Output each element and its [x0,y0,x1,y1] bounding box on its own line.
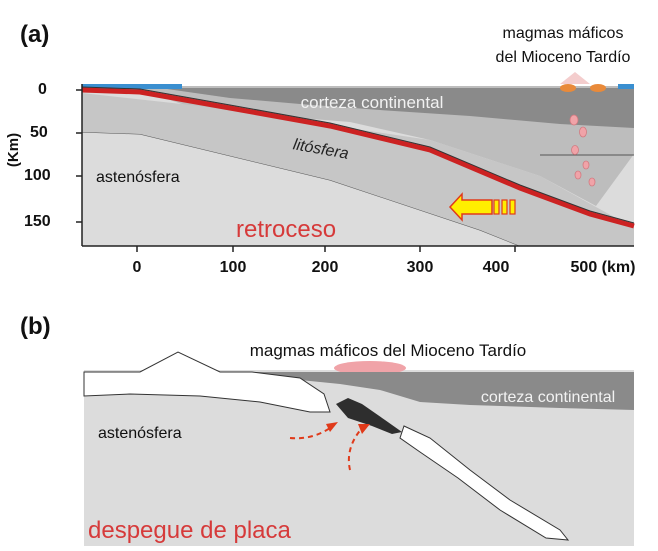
rollback-arrow-icon [448,192,516,222]
panel-b-label: (b) [20,313,51,340]
y-axis-label: (Km) [5,133,22,167]
x-tick-200: 200 [312,259,339,276]
panel-b-magmas-label: magmas máficos del Mioceno Tardío [250,341,527,360]
x-tick-500-km: 500 (km) [571,259,636,276]
detached-slab-right [399,425,570,541]
panel-a-label: (a) [20,21,49,48]
detached-lithosphere-left [83,351,331,413]
x-tick-0: 0 [133,259,142,276]
panel-b-corteza-label: corteza continental [481,389,615,406]
panel-a-astenosfera-label: astenósfera [96,169,180,186]
panel-b: (b) magmas máficos del Mioceno Tardío co… [20,313,634,546]
ocean-strip [82,84,182,89]
despegue-label: despegue de placa [88,517,291,544]
magma-droplets [569,114,596,187]
y-tick-0: 0 [38,81,47,98]
panel-a: (a) magmas máficos del Mioceno Tardío [5,21,635,276]
subducting-slab-top [81,87,635,229]
y-tick-marks [76,89,82,223]
flow-arrowhead-2-icon [358,424,370,434]
x-tick-300: 300 [407,259,434,276]
panel-a-magmas-line2: del Mioceno Tardío [496,49,631,66]
continental-crust [160,88,634,128]
volcano-icons [560,72,606,92]
panel-b-continental-crust [250,372,634,410]
retroceso-label: retroceso [236,216,336,243]
panel-a-corteza-label: corteza continental [301,93,444,112]
y-tick-50: 50 [30,124,48,141]
x-tick-marks [136,246,516,252]
magma-patch [334,361,406,375]
asthenosphere-flow-arrows [289,427,363,471]
ocean-strip-right [618,84,634,89]
y-tick-150: 150 [24,213,51,230]
subducting-slab-outline [81,86,635,224]
x-tick-400: 400 [483,259,510,276]
panel-a-magmas-line1: magmas máficos [503,25,624,42]
y-tick-100: 100 [24,167,51,184]
panel-b-astenosfera-label: astenósfera [98,425,182,442]
flow-arrowhead-1-icon [326,422,338,432]
detachment-wedge [336,398,402,434]
x-tick-100: 100 [220,259,247,276]
